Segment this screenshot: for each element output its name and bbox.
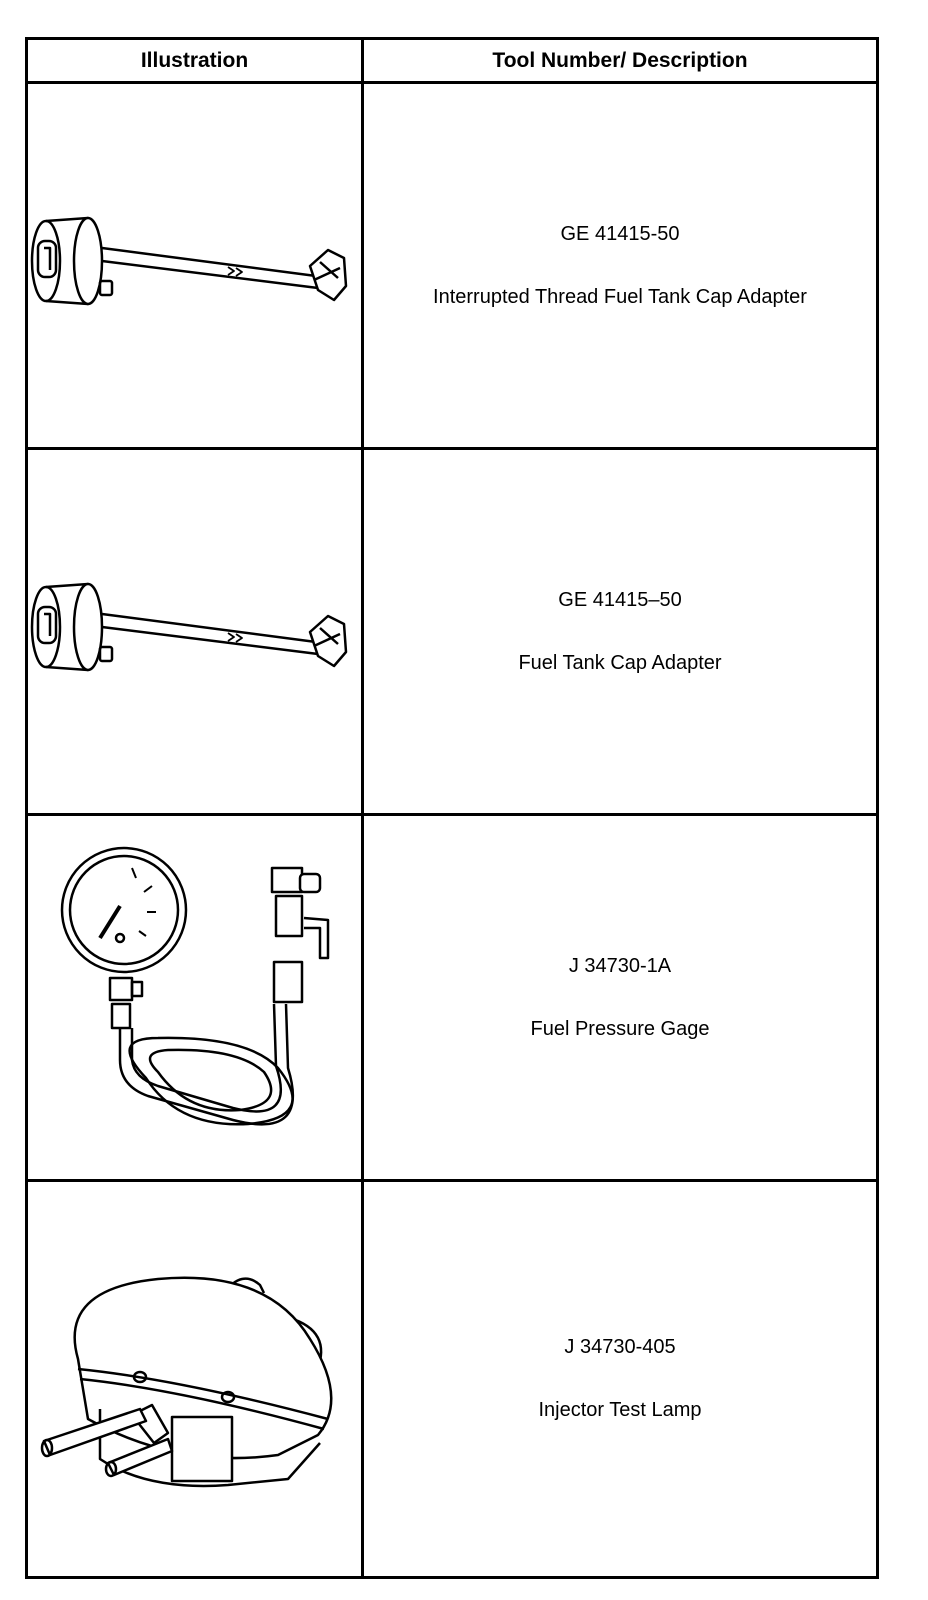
illustration-cell [28, 1182, 364, 1576]
illustration-cell [28, 816, 364, 1182]
pressure-gage-icon [60, 846, 330, 1126]
tool-number: J 34730-405 [564, 1336, 676, 1358]
tool-description: Interrupted Thread Fuel Tank Cap Adapter [433, 285, 807, 308]
tool-description: Fuel Tank Cap Adapter [518, 651, 722, 674]
tool-description-cell: GE 41415–50 Fuel Tank Cap Adapter [364, 450, 876, 816]
cap-adapter-icon [30, 216, 348, 305]
tool-description-cell: J 34730-1A Fuel Pressure Gage [364, 816, 876, 1182]
tool-number: GE 41415-50 [560, 222, 680, 245]
tool-description: Injector Test Lamp [538, 1399, 702, 1421]
header-illustration: Illustration [28, 40, 364, 84]
illustration-cell [28, 84, 364, 450]
illustration-cell [28, 450, 364, 816]
tool-description-cell: GE 41415-50 Interrupted Thread Fuel Tank… [364, 84, 876, 450]
cap-adapter-icon [30, 582, 348, 671]
tool-description-cell: J 34730-405 Injector Test Lamp [364, 1182, 876, 1576]
test-lamp-icon [40, 1276, 333, 1488]
special-tools-table: Illustration Tool Number/ Description GE… [25, 37, 879, 1579]
tool-number: J 34730-1A [568, 954, 672, 977]
header-tool-description: Tool Number/ Description [364, 40, 876, 84]
tool-description: Fuel Pressure Gage [530, 1017, 710, 1040]
tool-number: GE 41415–50 [558, 588, 682, 611]
